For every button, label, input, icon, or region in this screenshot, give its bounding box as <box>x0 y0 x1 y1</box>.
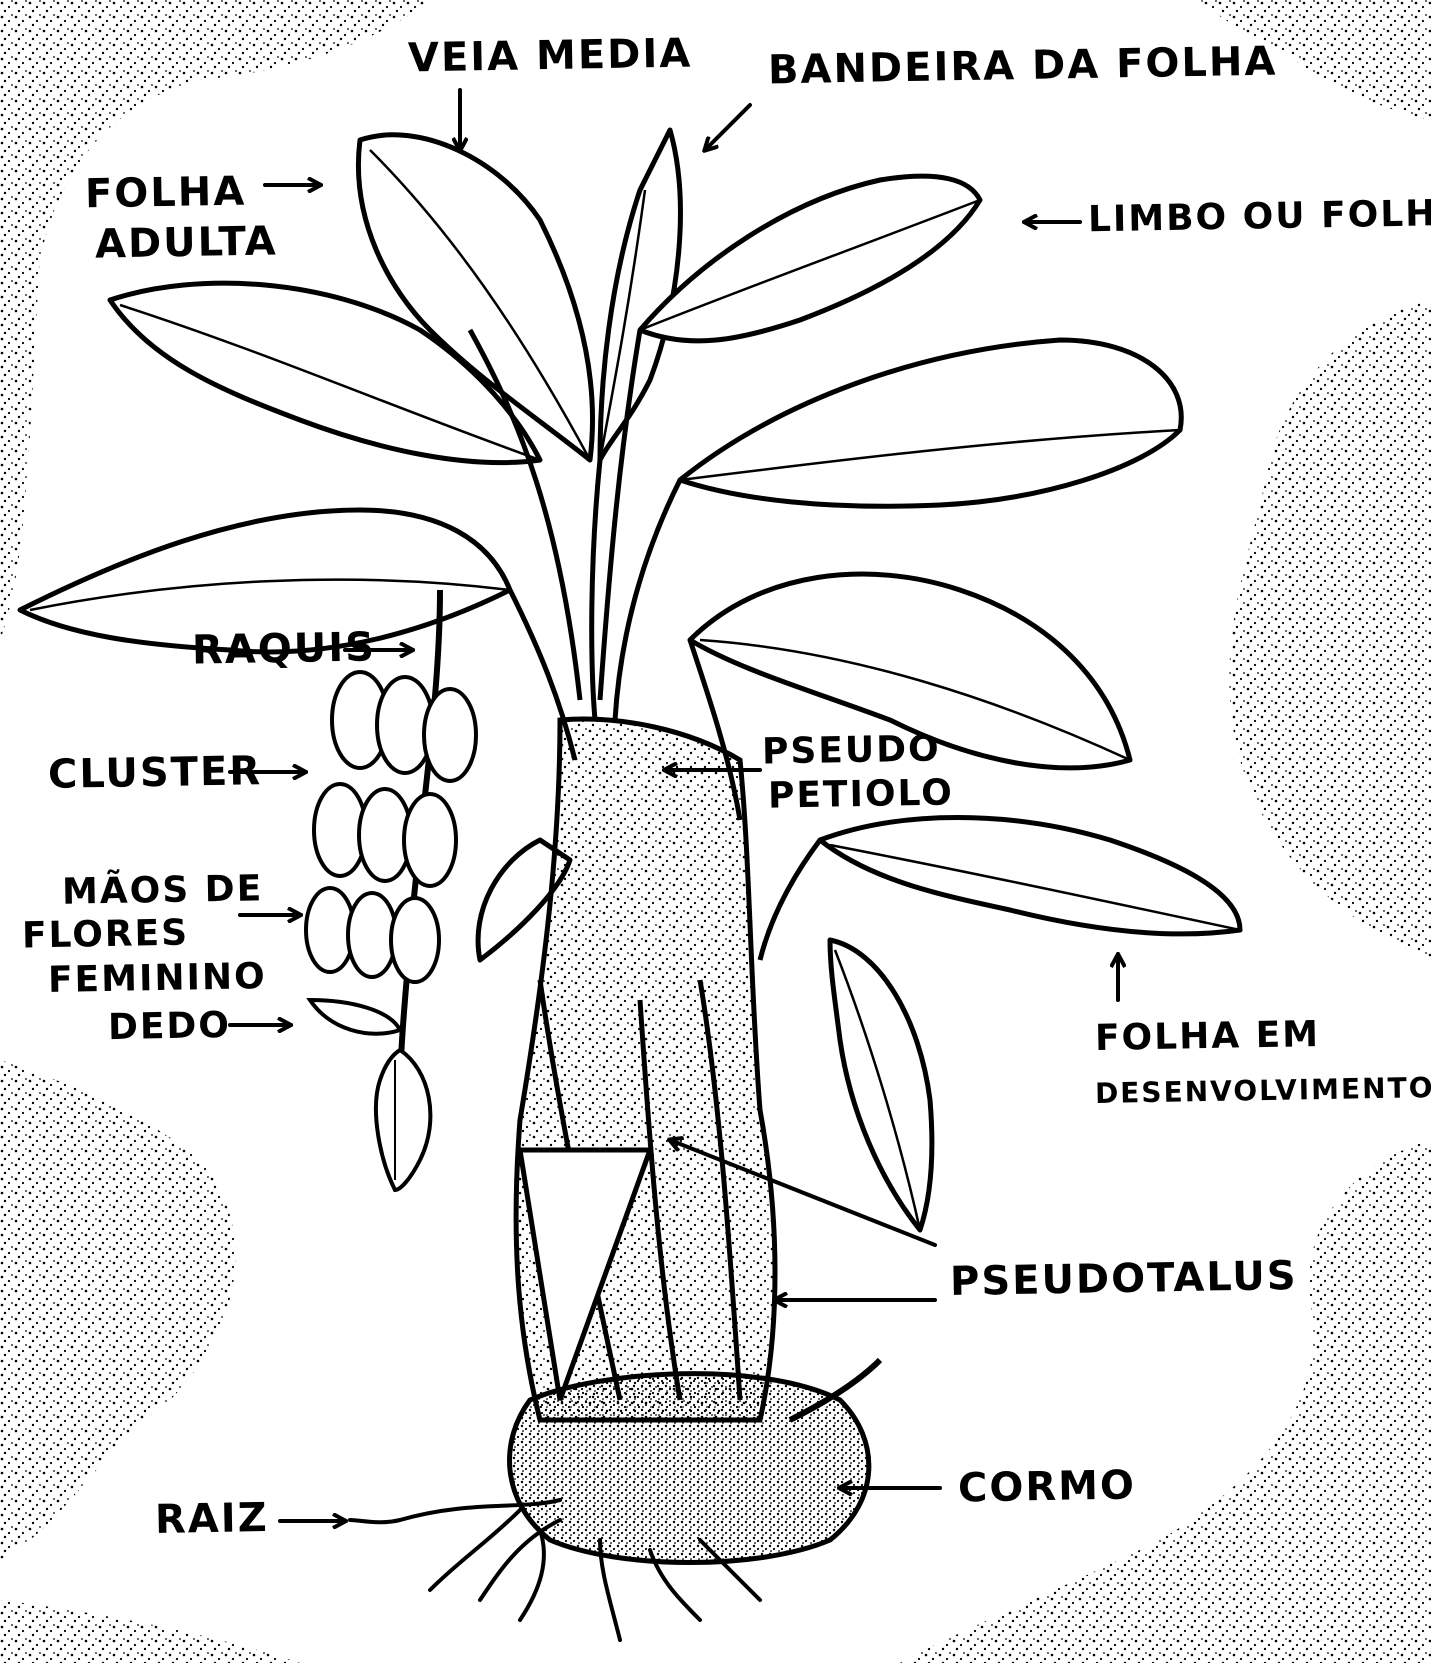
label-maos-de-flores-line3: FEMININO <box>48 958 267 1000</box>
male-bud <box>376 1050 430 1190</box>
leaf-right-large <box>680 340 1181 506</box>
label-bandeira-da-folha: BANDEIRA DA FOLHA <box>768 41 1278 92</box>
label-folha-em-desenvolvimento-line1: FOLHA EM <box>1095 1016 1321 1058</box>
label-maos-de-flores-line1: MÃOS DE <box>62 870 264 911</box>
leaf-limbo <box>640 176 980 341</box>
corm <box>510 1360 880 1563</box>
label-folha-adulta-line1: FOLHA <box>85 171 247 216</box>
leaf-flag <box>600 130 680 460</box>
label-raiz: RAIZ <box>155 1497 269 1541</box>
label-limbo-ou-folha: LIMBO OU FOLHA <box>1088 195 1431 239</box>
arrow-bandeira <box>705 105 750 150</box>
label-folha-adulta-line2: ADULTA <box>95 220 278 265</box>
label-cluster: CLUSTER <box>48 750 263 796</box>
label-dedo: DEDO <box>108 1007 232 1047</box>
label-veia-media: VEIA MEDIA <box>408 33 693 80</box>
label-pseudotalus: PSEUDOTALUS <box>950 1255 1298 1303</box>
label-folha-em-desenvolvimento-line2: DESENVOLVIMENTO <box>1095 1073 1431 1108</box>
pseudostem <box>516 719 775 1420</box>
banana-bunch <box>306 590 476 1190</box>
label-pseudo-peciolo-line2: PETIOLO <box>768 774 954 815</box>
label-cormo: CORMO <box>958 1464 1137 1509</box>
label-raquis: RAQUIS <box>192 626 377 671</box>
label-maos-de-flores-line2: FLORES <box>22 915 190 956</box>
label-pseudo-peciolo-line1: PSEUDO <box>762 730 941 771</box>
